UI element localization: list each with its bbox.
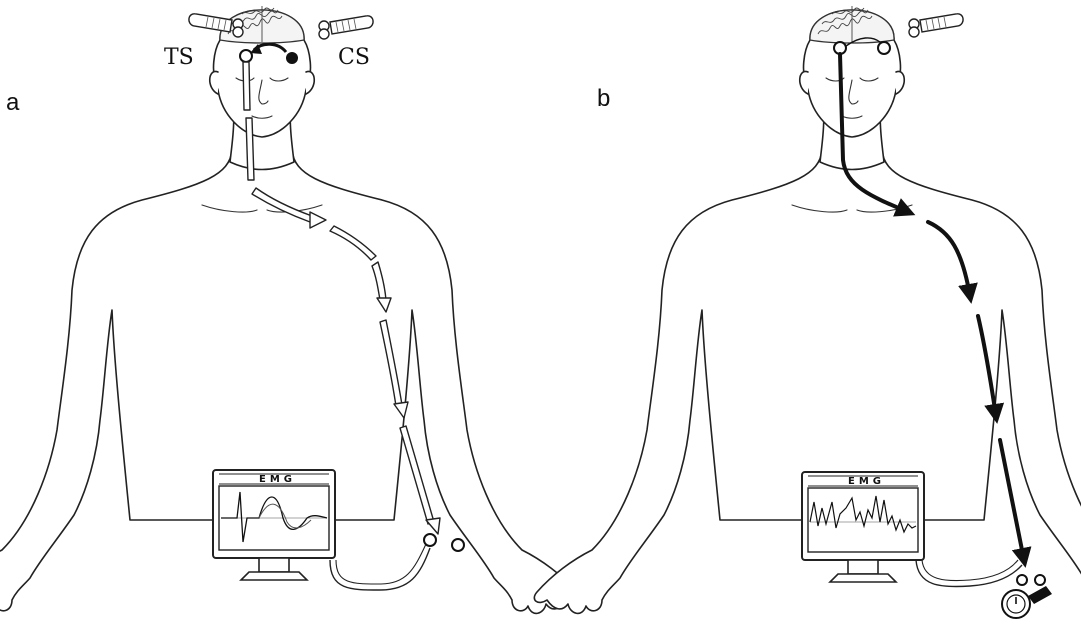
tms-coil-cs bbox=[319, 16, 373, 39]
emg-label-b: EMG bbox=[848, 476, 885, 487]
electrode-cable-a bbox=[330, 534, 464, 590]
emg-monitor-b: EMG bbox=[802, 472, 924, 582]
electrode-b-2 bbox=[1035, 575, 1045, 585]
panel-letter-a: a bbox=[6, 89, 20, 116]
coil-label-ts: TS bbox=[164, 45, 194, 70]
emg-label-a: EMG bbox=[259, 474, 296, 485]
panel-letter-b: b bbox=[597, 85, 610, 112]
tms-coil-b bbox=[909, 14, 963, 37]
electrode-b-1 bbox=[1017, 575, 1027, 585]
electrode-cable-b bbox=[916, 560, 1045, 587]
electrode-a-1 bbox=[424, 534, 436, 546]
panel-a: a TS CS bbox=[0, 6, 580, 613]
force-gauge-icon bbox=[1002, 586, 1052, 618]
electrode-a-2 bbox=[452, 539, 464, 551]
stim-point-b-2 bbox=[878, 42, 890, 54]
emg-monitor-a: EMG bbox=[213, 470, 335, 580]
stim-point-ts bbox=[240, 50, 252, 62]
coil-label-cs: CS bbox=[338, 45, 370, 70]
stim-point-cs bbox=[286, 52, 298, 64]
panel-b: b EMG bbox=[534, 6, 1081, 618]
